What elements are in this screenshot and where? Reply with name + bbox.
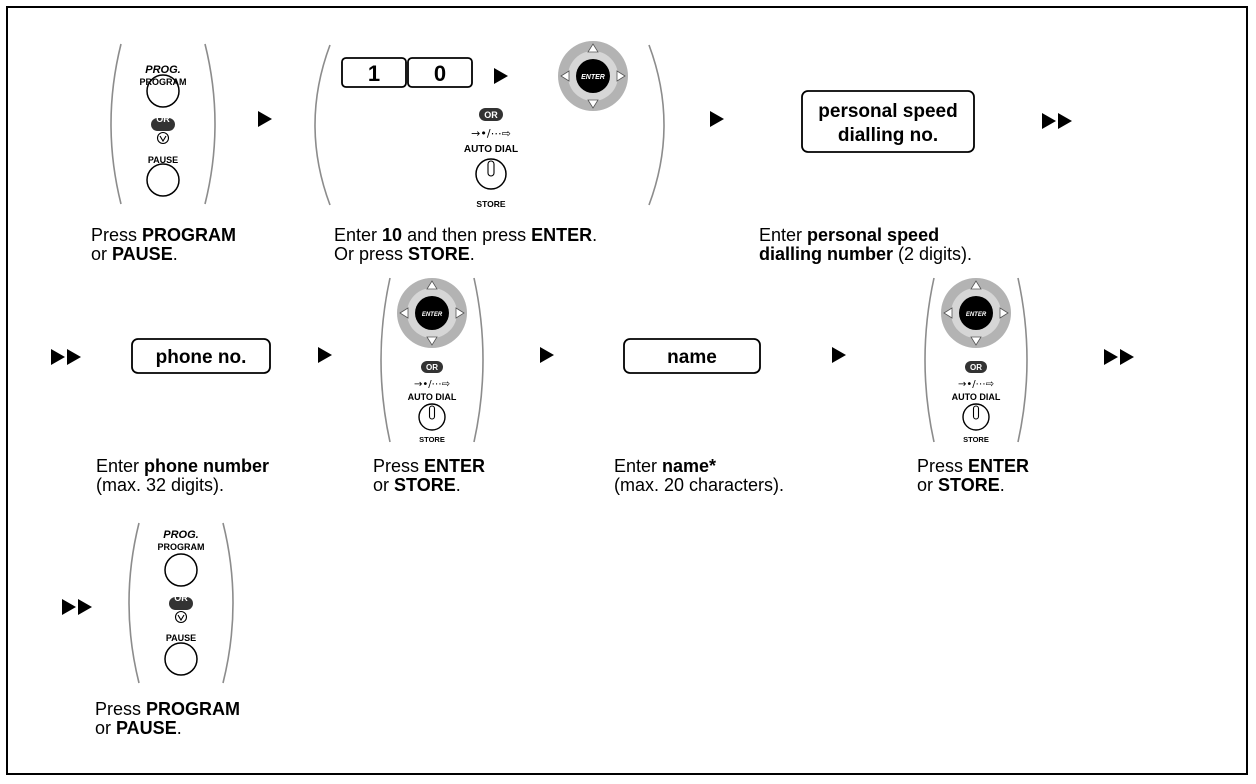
arrow-inner [494,68,508,84]
pause-key[interactable] [165,643,197,675]
arrow-5 [832,347,846,363]
or-badge-label: OR [484,110,498,120]
speed-dial-box-line1: personal speed [818,101,957,122]
auto-dial-arrow-icon: →•/⋯⇨ [414,379,450,390]
caption-step6: Enter name* (max. 20 characters). [614,456,785,495]
or-badge-label: OR [156,114,170,124]
phone-number-box[interactable] [131,338,271,374]
program-key[interactable] [165,554,197,586]
step7-enter-store-group[interactable] [924,277,1028,443]
digit-1-label: 1 [368,61,380,86]
arrow-2 [710,111,724,127]
auto-dial-arrow-icon: →•/⋯⇨ [471,127,511,140]
caption-step2: Enter 10 and then press ENTER. Or press … [334,225,598,264]
store-key-label: STORE [476,199,505,209]
or-badge-label: OR [174,593,188,603]
speed-dial-box-line2: dialling no. [838,125,938,146]
program-key[interactable] [147,75,179,107]
speed-dial-number-box[interactable] [801,90,975,153]
caption-step1: Press PROGRAM or PAUSE. [91,225,237,264]
pause-key[interactable] [147,164,179,196]
enter-navigator[interactable] [558,41,628,111]
double-arrow-1 [1042,113,1072,129]
step2-enter-10-group: 1 0 ENTER OR →•/⋯⇨ AUTO DIAL STORE [314,41,665,209]
enter-key-label: ENTER [422,312,443,318]
double-arrow-3 [1104,349,1134,365]
or-badge-label: OR [426,363,438,372]
arrow-4 [540,347,554,363]
arrow-1 [258,111,272,127]
prog-italic-label: PROG. [163,529,198,541]
caption-step8: Press PROGRAM or PAUSE. [95,699,241,738]
auto-dial-label: AUTO DIAL [408,392,457,402]
auto-dial-arrow-icon: →•/⋯⇨ [958,379,994,390]
store-key[interactable] [475,158,507,190]
step1-program-pause-group: PROG. PROGRAM OR PAUSE [110,43,216,205]
program-key-label: PROGRAM [158,542,205,552]
auto-dial-label: AUTO DIAL [952,392,1001,402]
double-arrow-4 [62,599,92,615]
arrow-3 [318,347,332,363]
double-arrow-2 [51,349,81,365]
enter-key-label: ENTER [581,74,605,81]
step5-enter-store-group[interactable] [380,277,484,443]
enter-key-label: ENTER [966,312,987,318]
digit-1-key[interactable] [341,57,407,88]
pause-key-label: PAUSE [166,633,196,643]
store-key-label: STORE [963,435,989,444]
prog-italic-label: PROG. [145,64,180,76]
name-box[interactable] [623,338,761,374]
digit-0-key[interactable] [407,57,473,88]
caption-step5: Press ENTER or STORE. [373,456,486,495]
caption-step3: Enter personal speed dialling number (2 … [759,225,973,264]
pause-key-label: PAUSE [148,155,178,165]
caption-step4: Enter phone number (max. 32 digits). [96,456,270,495]
auto-dial-label: AUTO DIAL [464,144,518,155]
step8-program-pause-group: PROG. PROGRAM OR PAUSE [128,522,234,684]
or-badge-label: OR [970,363,982,372]
digit-0-label: 0 [434,61,446,86]
program-key-label: PROGRAM [140,77,187,87]
phone-number-box-label: phone no. [156,347,247,368]
store-key-label: STORE [419,435,445,444]
diagram-frame [6,6,1248,775]
caption-step7: Press ENTER or STORE. [917,456,1030,495]
name-box-label: name [667,347,717,368]
